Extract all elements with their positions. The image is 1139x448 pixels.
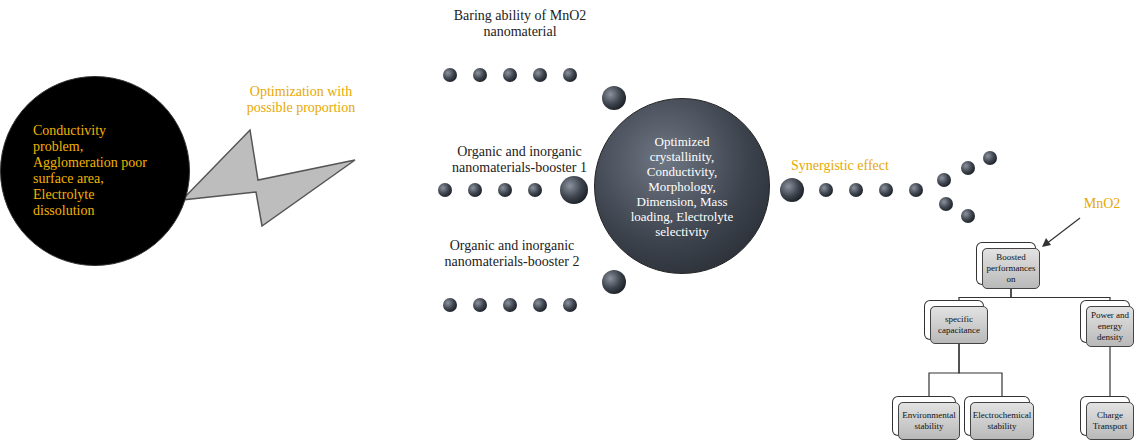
pointer-head [1042,238,1051,247]
node-text: Optimized crystallinity, Conductivity, M… [626,134,738,239]
decor-dot [909,183,923,197]
decor-dot [533,68,547,82]
decor-dot [560,176,588,204]
decor-dot [503,68,517,82]
tree-box: specific capacitance [930,306,988,344]
decor-dot [473,68,487,82]
tree-box: Charge Transport [1086,402,1134,440]
tree-box: Environmental stability [898,402,960,440]
decor-dot [473,298,487,312]
node-text: Boosted performances on [986,252,1036,285]
optimized-sphere: Optimized crystallinity, Conductivity, M… [594,98,770,274]
decor-dot [819,183,833,197]
decor-dot [961,209,975,223]
row-label: Organic and inorganic nanomaterials-boos… [432,238,592,270]
decor-dot [438,183,452,197]
decor-dot [563,298,577,312]
decor-dot [528,183,542,197]
decor-dot [961,161,975,175]
tree-box: Power and energy density [1086,306,1134,347]
effect-label: Synergistic effect [780,158,900,174]
decor-dot [879,183,893,197]
decor-dot [563,68,577,82]
decor-dot [443,68,457,82]
tree-connector [959,344,1002,402]
lightning-bolt [182,130,355,226]
process-label: Optimization with possible proportion [226,84,376,116]
problem-circle: Conductivity problem, Agglomeration poor… [0,76,190,266]
node-text: specific capacitance [934,314,984,336]
row-label: Organic and inorganic nanomaterials-boos… [432,144,607,176]
decor-dot [602,270,626,294]
node-text: Electrochemical stability [973,410,1031,432]
tree-connector [929,344,959,402]
tree-connector [959,289,1011,306]
tree-box: Boosted performances on [982,248,1040,289]
decor-dot [849,183,863,197]
node-text: Environmental stability [902,410,956,432]
node-text: Conductivity problem, Agglomeration poor… [33,123,157,219]
decor-dot [503,298,517,312]
decor-dot [533,298,547,312]
decor-dot [443,298,457,312]
material-label: MnO2 [1070,196,1134,212]
tree-connector [1011,289,1110,306]
node-text: Power and energy density [1090,310,1130,343]
decor-dot [937,173,951,187]
decor-dot [983,151,997,165]
decor-dot [939,197,953,211]
row-label: Baring ability of MnO2 nanomaterial [430,8,610,40]
pointer-line [1046,218,1080,244]
decor-dot [780,178,804,202]
tree-box: Electrochemical stability [970,402,1034,440]
decor-dot [468,183,482,197]
dot-rows [438,68,997,312]
decor-dot [602,86,626,110]
decor-dot [498,183,512,197]
tree-connector [1109,347,1110,402]
node-text: Charge Transport [1090,410,1130,432]
